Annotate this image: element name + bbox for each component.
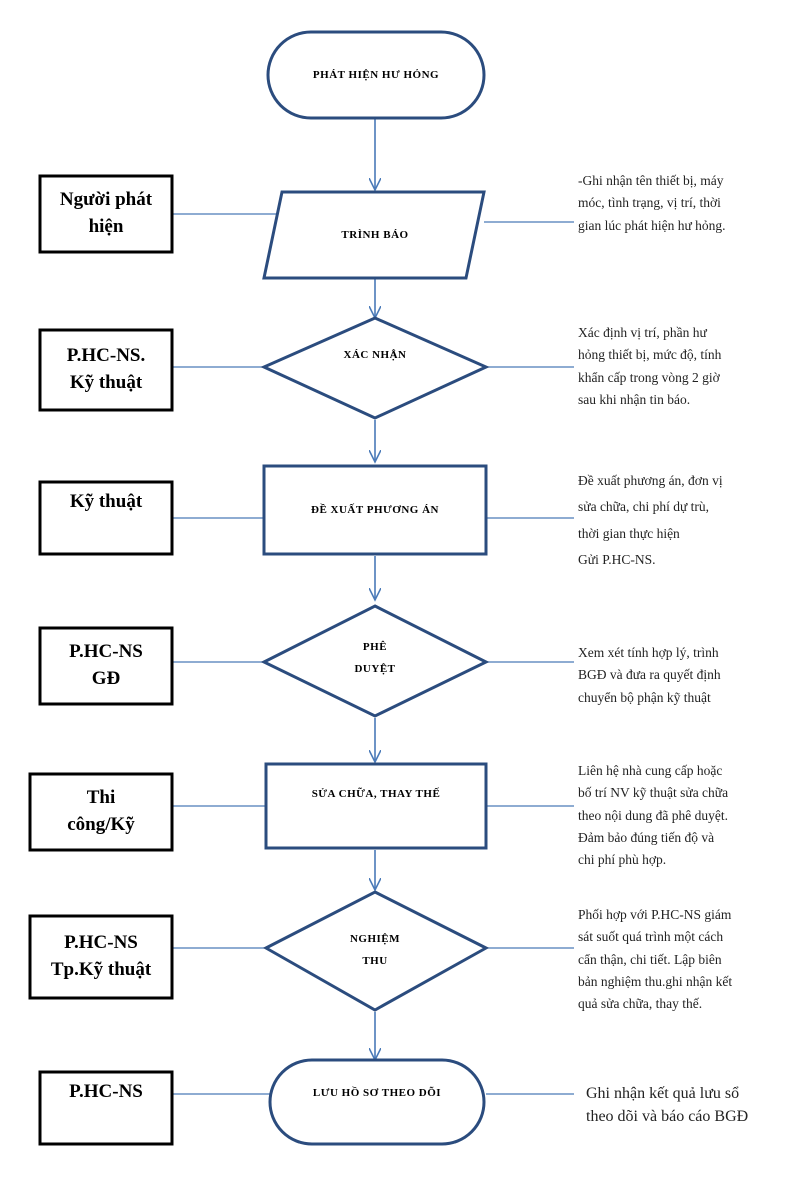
- step-detect-label: PHÁT HIỆN HƯ HỎNG: [312, 69, 440, 81]
- role-box-accept: [28, 914, 174, 1000]
- step-repair-label: SỬA CHỮA, THAY THẾ: [311, 788, 441, 800]
- role-approve-label: P.HC-NS GĐ: [69, 641, 143, 689]
- role-report-label: Người phát hiện: [59, 189, 153, 237]
- step-approve-label: PHÊ DUYỆT: [354, 641, 396, 675]
- note-report: -Ghi nhận tên thiết bị, máy móc, tình tr…: [578, 173, 726, 233]
- note-repair: Liên hệ nhà cung cấp hoặc bố trí NV kỹ t…: [578, 763, 729, 868]
- step-archive-label: LƯU HỒ SƠ THEO DÕI: [312, 1087, 442, 1099]
- role-confirm-label: P.HC-NS. Kỹ thuật: [66, 345, 146, 393]
- note-propose: Đề xuất phương án, đơn vị sửa chữa, chi …: [578, 473, 723, 567]
- role-box-propose: [38, 480, 174, 556]
- role-box-confirm: [38, 328, 174, 412]
- note-confirm: Xác định vị trí, phần hư hỏng thiết bị, …: [578, 325, 722, 407]
- shape-detect-terminator: [266, 30, 486, 120]
- note-archive: Ghi nhận kết quả lưu sổ theo dõi và báo …: [586, 1085, 749, 1126]
- role-repair-label: Thi công/Kỹ: [67, 787, 135, 835]
- shape-archive-terminator: [268, 1058, 486, 1146]
- step-report-label: TRÌNH BÁO: [341, 229, 409, 241]
- shape-propose-process: [262, 464, 488, 556]
- step-confirm-label: XÁC NHẬN: [343, 349, 407, 361]
- shape-confirm-diamond: [260, 316, 490, 420]
- shape-accept-diamond: [262, 890, 490, 1012]
- shape-report-parallelogram: [262, 190, 486, 280]
- role-box-approve: [38, 626, 174, 706]
- shape-repair-process: [264, 762, 488, 850]
- role-box-repair: [28, 772, 174, 852]
- role-box-archive: [38, 1070, 174, 1146]
- step-propose-label: ĐỀ XUẤT PHƯƠNG ÁN: [311, 504, 439, 516]
- step-accept-label: NGHIỆM THU: [349, 933, 401, 967]
- shape-approve-diamond: [260, 604, 490, 718]
- role-box-report: [38, 174, 174, 254]
- role-propose-label: Kỹ thuật: [69, 490, 143, 512]
- note-approve: Xem xét tính hợp lý, trình BGĐ và đưa ra…: [578, 645, 721, 705]
- role-accept-label: P.HC-NS Tp.Kỹ thuật: [50, 932, 152, 980]
- role-archive-label: P.HC-NS: [69, 1080, 143, 1102]
- note-accept: Phối hợp với P.HC-NS giám sát suốt quá t…: [578, 907, 733, 1012]
